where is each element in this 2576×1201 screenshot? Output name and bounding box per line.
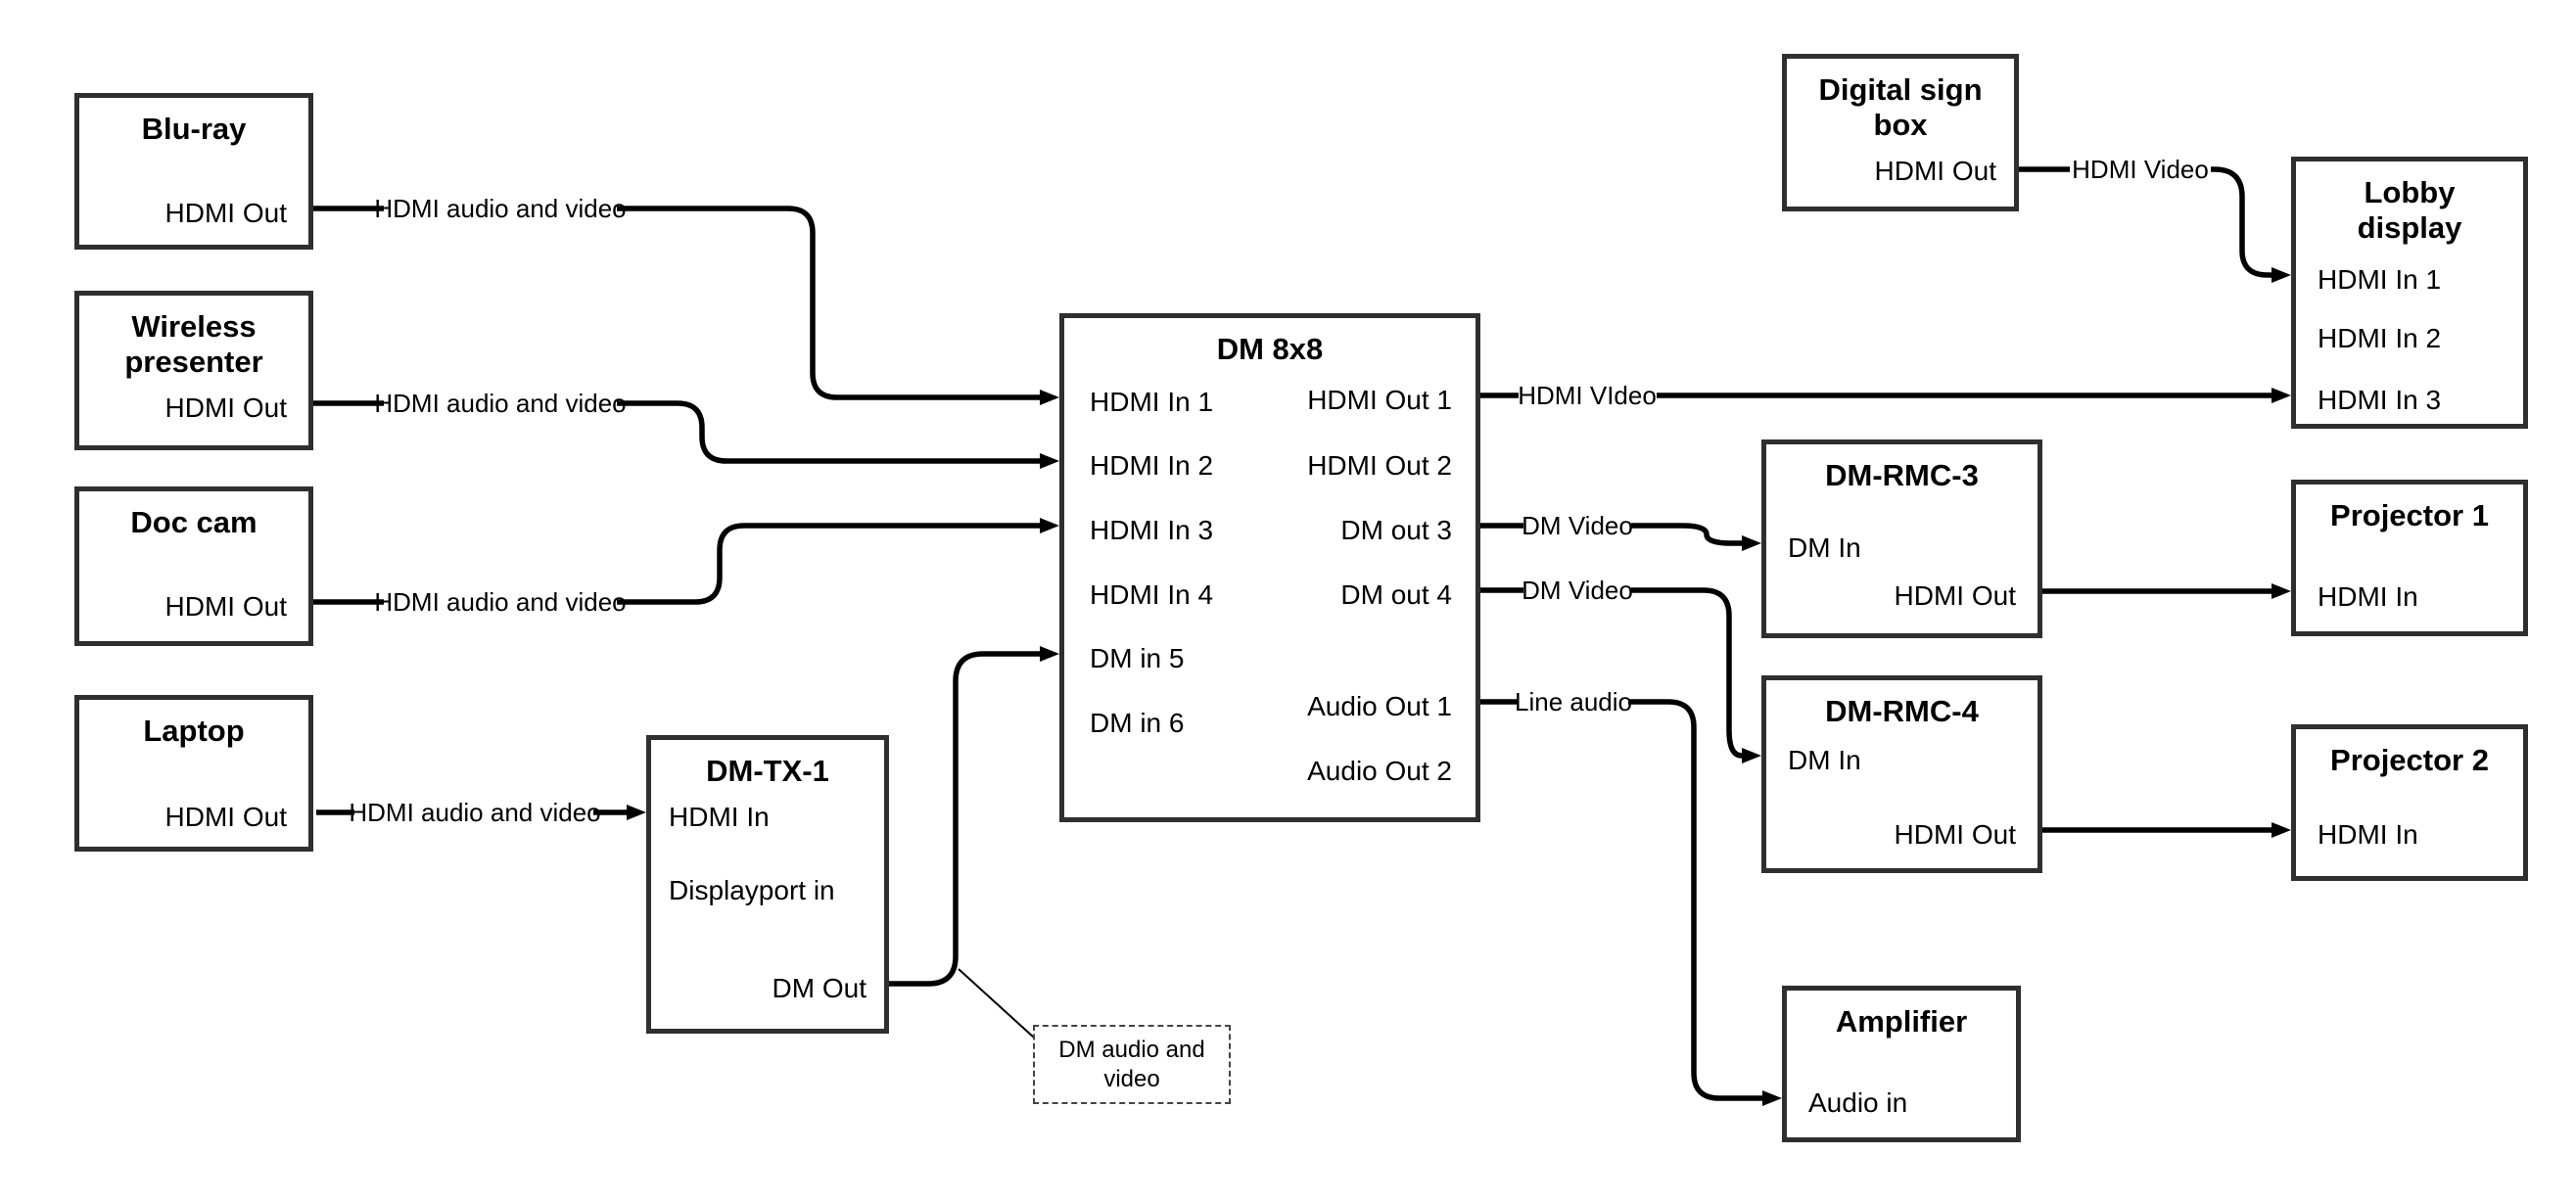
port-lobby-hdmi-in-2: HDMI In 2 <box>2318 323 2442 353</box>
port-dm8x8-hdmi-out-2: HDMI Out 2 <box>1307 450 1452 481</box>
node-laptop-title: Laptop <box>143 714 245 748</box>
port-rmc4-hdmi-out: HDMI Out <box>1894 819 2016 850</box>
node-amp-title: Amplifier <box>1835 1004 1968 1039</box>
node-digital-sign-box[interactable]: Digital sign box HDMI Out <box>1782 54 2019 211</box>
port-dm8x8-dm-out-4: DM out 4 <box>1340 579 1452 610</box>
edge-dm8x8-amp-label: Line audio <box>1515 687 1632 716</box>
node-lobby-display[interactable]: Lobby display HDMI In 1 HDMI In 2 HDMI I… <box>2291 157 2528 429</box>
node-bluray[interactable]: Blu-ray HDMI Out <box>74 93 313 250</box>
port-amp-audio-in: Audio in <box>1808 1087 1908 1118</box>
node-proj2-title: Projector 2 <box>2330 743 2489 777</box>
port-proj1-hdmi-in: HDMI In <box>2318 581 2418 612</box>
node-rmc4-title: DM-RMC-4 <box>1825 694 1979 728</box>
edge-doccam-dm8x8-label: HDMI audio and video <box>374 587 626 617</box>
edge-doccam-dm8x8-line <box>617 518 1059 605</box>
edge-dm8x8-rmc4-line <box>1631 587 1761 763</box>
port-laptop-hdmi-out: HDMI Out <box>164 802 287 832</box>
port-bluray-hdmi-out: HDMI Out <box>164 198 287 228</box>
port-dm8x8-audio-out-2: Audio Out 2 <box>1307 756 1452 786</box>
node-bluray-title: Blu-ray <box>141 112 247 146</box>
edge-dmtx1-dm8x8-line <box>889 646 1059 987</box>
edge-dm8x8-rmc3-label: DM Video <box>1522 511 1633 540</box>
port-dm8x8-dm-out-3: DM out 3 <box>1340 515 1452 545</box>
port-dm8x8-hdmi-in-3: HDMI In 3 <box>1090 515 1214 545</box>
edge-dm8x8-rmc3-line <box>1631 523 1761 551</box>
port-lobby-hdmi-in-3: HDMI In 3 <box>2318 385 2442 415</box>
port-digsign-hdmi-out: HDMI Out <box>1874 156 1996 186</box>
node-digsign-title: Digital sign box <box>1818 72 1983 142</box>
port-dm8x8-audio-out-1: Audio Out 1 <box>1307 691 1452 721</box>
node-projector-1[interactable]: Projector 1 HDMI In <box>2291 480 2528 636</box>
edge-dm8x8-lobby-label: HDMI VIdeo <box>1518 381 1657 410</box>
edge-bluray-dm8x8-label: HDMI audio and video <box>374 194 626 223</box>
edge-dm8x8-rmc4-label: DM Video <box>1522 576 1633 605</box>
node-dm8x8-title: DM 8x8 <box>1216 332 1324 366</box>
note-dm-audio-video[interactable]: DM audio and video <box>1033 1025 1231 1104</box>
port-lobby-hdmi-in-1: HDMI In 1 <box>2318 264 2442 295</box>
edge-laptop-dmtx1-label: HDMI audio and video <box>349 798 600 827</box>
node-wireless-presenter[interactable]: Wireless presenter HDMI Out <box>74 291 313 450</box>
node-dmtx1-title: DM-TX-1 <box>706 754 829 788</box>
port-dm8x8-dm-in-5: DM in 5 <box>1090 643 1185 673</box>
port-dmtx1-displayport-in: Displayport in <box>669 875 835 905</box>
node-dm-rmc-4[interactable]: DM-RMC-4 DM In HDMI Out <box>1761 675 2042 873</box>
edge-dm8x8-amp-line <box>1628 699 1782 1106</box>
node-amplifier[interactable]: Amplifier Audio in <box>1782 986 2021 1142</box>
port-dmtx1-hdmi-in: HDMI In <box>669 802 770 832</box>
port-dm8x8-hdmi-in-1: HDMI In 1 <box>1090 387 1214 417</box>
node-laptop[interactable]: Laptop HDMI Out <box>74 695 313 852</box>
port-wireless-hdmi-out: HDMI Out <box>164 393 287 423</box>
edge-digsign-lobby-line <box>2211 166 2291 283</box>
port-doccam-hdmi-out: HDMI Out <box>164 591 287 622</box>
port-rmc3-dm-in: DM In <box>1788 532 1861 563</box>
edge-digsign-lobby-label: HDMI Video <box>2072 155 2209 184</box>
edge-wireless-dm8x8-label: HDMI audio and video <box>374 389 626 418</box>
port-rmc3-hdmi-out: HDMI Out <box>1894 580 2016 611</box>
port-dm8x8-hdmi-in-4: HDMI In 4 <box>1090 579 1214 610</box>
port-dmtx1-dm-out: DM Out <box>772 973 866 1003</box>
port-rmc4-dm-in: DM In <box>1788 745 1861 775</box>
node-dm-8x8[interactable]: DM 8x8 HDMI In 1 HDMI In 2 HDMI In 3 HDM… <box>1059 313 1480 822</box>
port-dm8x8-dm-in-6: DM in 6 <box>1090 708 1185 738</box>
node-dm-tx-1[interactable]: DM-TX-1 HDMI In Displayport in DM Out <box>646 735 889 1034</box>
port-dm8x8-hdmi-out-1: HDMI Out 1 <box>1307 385 1452 415</box>
node-proj1-title: Projector 1 <box>2330 498 2489 532</box>
node-doccam-title: Doc cam <box>130 505 258 539</box>
node-rmc3-title: DM-RMC-3 <box>1825 458 1979 492</box>
node-lobby-title: Lobby display <box>2357 175 2462 245</box>
port-dm8x8-hdmi-in-2: HDMI In 2 <box>1090 450 1214 481</box>
node-doc-cam[interactable]: Doc cam HDMI Out <box>74 486 313 646</box>
edge-wireless-dm8x8-line <box>617 400 1059 469</box>
node-wireless-title: Wireless presenter <box>124 309 263 379</box>
edge-bluray-dm8x8-line <box>617 206 1059 405</box>
note-text: DM audio and video <box>1058 1036 1205 1092</box>
port-proj2-hdmi-in: HDMI In <box>2318 819 2418 850</box>
note-leader-line <box>958 968 1035 1039</box>
node-dm-rmc-3[interactable]: DM-RMC-3 DM In HDMI Out <box>1761 439 2042 638</box>
node-projector-2[interactable]: Projector 2 HDMI In <box>2291 724 2528 881</box>
